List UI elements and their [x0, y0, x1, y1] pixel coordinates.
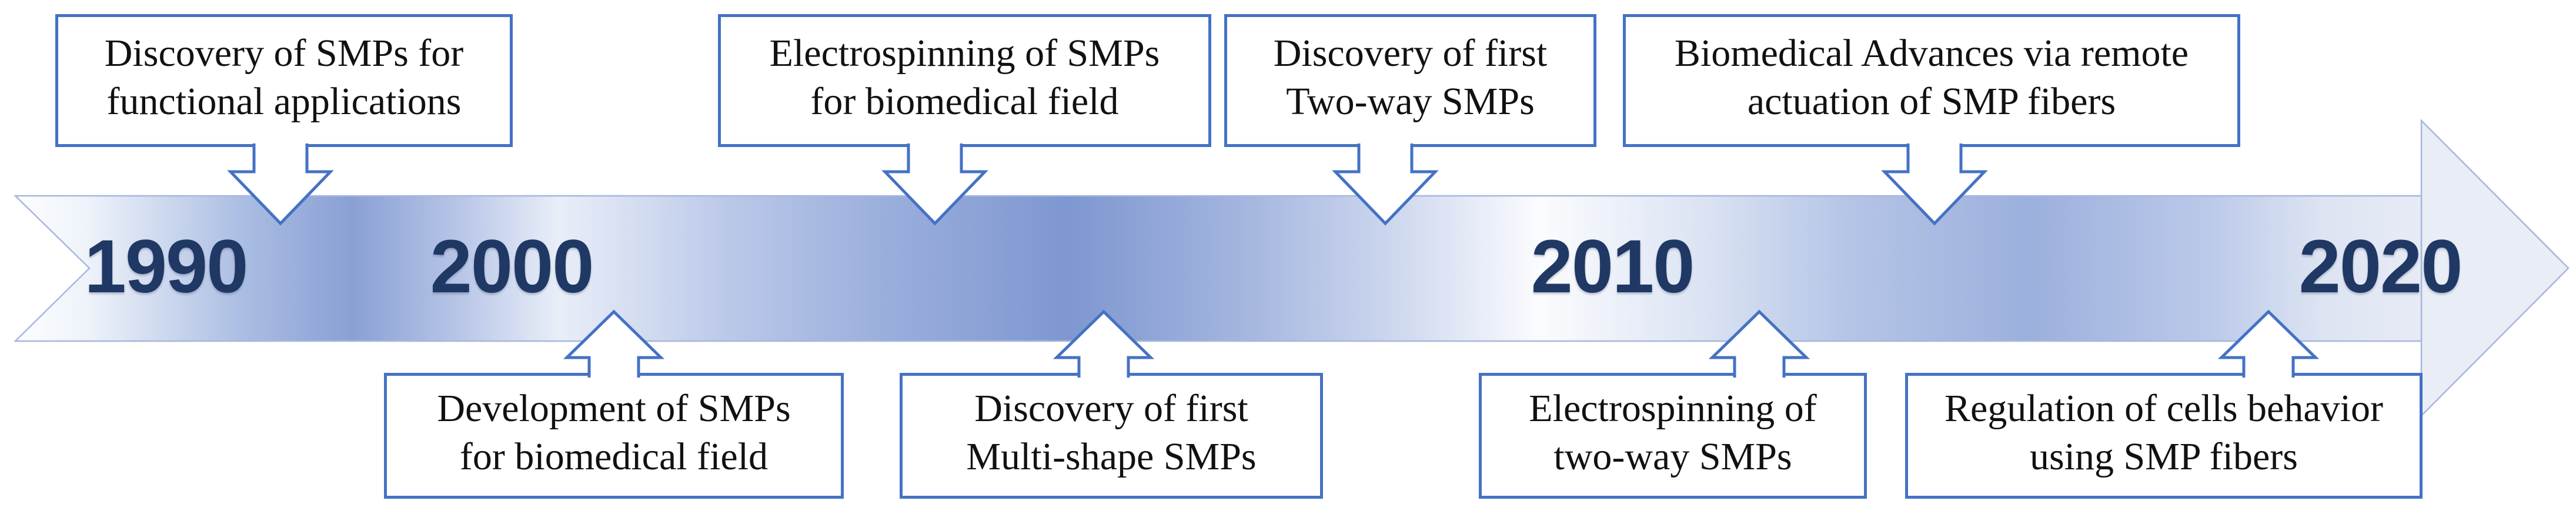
year-label-2000: 2000	[430, 225, 594, 309]
event-box-top-3: Discovery of first Two-way SMPs	[1224, 14, 1596, 147]
event-box-bottom-2: Discovery of first Multi-shape SMPs	[900, 373, 1323, 499]
year-label-2020: 2020	[2298, 225, 2463, 309]
event-box-top-1: Discovery of SMPs for functional applica…	[55, 14, 513, 147]
event-text-line: using SMP fibers	[2030, 435, 2298, 478]
event-text-line: Two-way SMPs	[1286, 80, 1535, 123]
event-box-bottom-3: Electrospinning of two-way SMPs	[1479, 373, 1867, 499]
event-box-bottom-1: Development of SMPs for biomedical field	[384, 373, 844, 499]
event-box-bottom-4: Regulation of cells behavior using SMP f…	[1905, 373, 2423, 499]
event-text-line: for biomedical field	[810, 80, 1119, 123]
event-text-line: actuation of SMP fibers	[1747, 80, 2116, 123]
event-box-top-4: Biomedical Advances via remote actuation…	[1623, 14, 2240, 147]
event-text-line: Discovery of SMPs for	[104, 32, 464, 75]
event-text-line: Development of SMPs	[437, 387, 791, 430]
event-text-line: Discovery of first	[974, 387, 1248, 430]
year-label-1990: 1990	[84, 225, 249, 309]
event-text-line: Biomedical Advances via remote	[1674, 32, 2189, 75]
year-label-2010: 2010	[1531, 225, 1695, 309]
event-text-line: Regulation of cells behavior	[1944, 387, 2383, 430]
event-text-line: Multi-shape SMPs	[966, 435, 1257, 478]
event-text-line: Electrospinning of SMPs	[769, 32, 1160, 75]
event-text-line: Discovery of first	[1273, 32, 1548, 75]
event-text-line: Electrospinning of	[1529, 387, 1817, 430]
timeline-band	[13, 195, 2423, 342]
event-text-line: two-way SMPs	[1553, 435, 1792, 478]
event-box-top-2: Electrospinning of SMPs for biomedical f…	[718, 14, 1211, 147]
event-text-line: functional applications	[106, 80, 462, 123]
event-text-line: for biomedical field	[459, 435, 769, 478]
